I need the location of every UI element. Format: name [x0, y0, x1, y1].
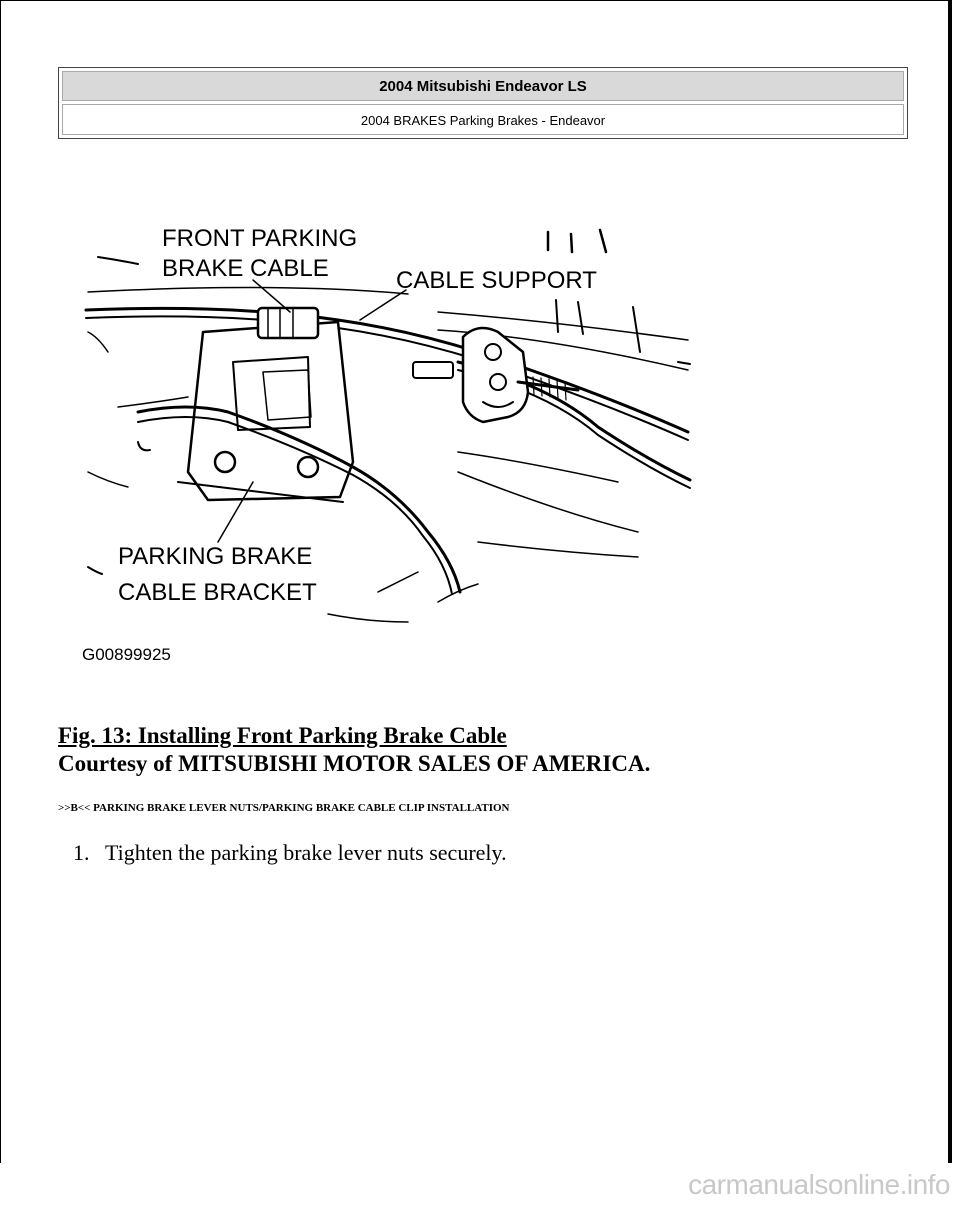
- section-heading: >>B<< PARKING BRAKE LEVER NUTS/PARKING B…: [58, 802, 510, 814]
- callout-bracket-line2: CABLE BRACKET: [118, 579, 317, 606]
- page-frame: [0, 0, 952, 1163]
- step-number: 1.: [73, 840, 90, 865]
- step-item: 1. Tighten the parking brake lever nuts s…: [73, 840, 507, 866]
- callout-cable-support: CABLE SUPPORT: [396, 267, 597, 294]
- figure-caption-courtesy: Courtesy of MITSUBISHI MOTOR SALES OF AM…: [58, 751, 651, 776]
- parking-brake-cable-illustration: FRONT PARKING BRAKE CABLE CABLE SUPPORT …: [82, 225, 692, 664]
- header-title: 2004 Mitsubishi Endeavor LS: [62, 71, 904, 101]
- callout-front-cable-line2: BRAKE CABLE: [162, 255, 329, 282]
- callout-bracket-line1: PARKING BRAKE: [118, 543, 312, 570]
- watermark: carmanualsonline.info: [688, 1169, 950, 1200]
- document-header: 2004 Mitsubishi Endeavor LS 2004 BRAKES …: [58, 67, 908, 139]
- figure-caption-title: Fig. 13: Installing Front Parking Brake …: [58, 723, 507, 748]
- step-text: Tighten the parking brake lever nuts sec…: [105, 840, 507, 865]
- figure-code: G00899925: [82, 645, 171, 664]
- callout-front-cable-line1: FRONT PARKING: [162, 225, 357, 252]
- header-subtitle: 2004 BRAKES Parking Brakes - Endeavor: [62, 104, 904, 135]
